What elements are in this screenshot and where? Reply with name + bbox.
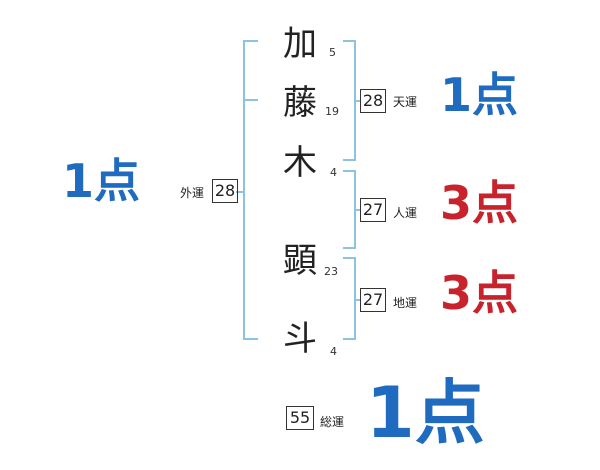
name-char-4: 顕 [283,241,317,281]
chikaku-points: 3点 [440,266,519,320]
jinkaku-label: 人運 [393,206,418,220]
soukaku-value: 55 [286,406,314,430]
jinkaku-points: 3点 [440,176,519,230]
gaikaku-bracket [243,40,258,340]
jinkaku-bracket [343,170,356,249]
stroke-count-5: 4 [330,345,337,358]
stroke-count-3: 4 [330,166,337,179]
chikaku-bracket [343,257,356,340]
tenkaku-points: 1点 [440,68,519,122]
name-char-3: 木 [283,143,317,183]
jinkaku-value: 27 [360,198,386,222]
tenkaku-value: 28 [360,89,386,113]
tenkaku-bracket [343,40,356,161]
soukaku-label: 総運 [320,415,345,429]
chikaku-value: 27 [360,288,386,312]
name-char-5: 斗 [283,319,317,359]
tenkaku-label: 天運 [393,95,418,109]
gaikaku-label: 外運 [180,186,205,200]
soukaku-points: 1点 [366,372,485,454]
gaikaku-points: 1点 [62,154,141,208]
stroke-count-4: 23 [324,265,338,278]
name-char-2: 藤 [283,83,317,123]
chikaku-label: 地運 [393,296,418,310]
name-char-1: 加 [283,24,317,64]
gaikaku-value: 28 [212,179,238,203]
stroke-count-1: 5 [329,46,336,59]
stroke-count-2: 19 [325,105,339,118]
